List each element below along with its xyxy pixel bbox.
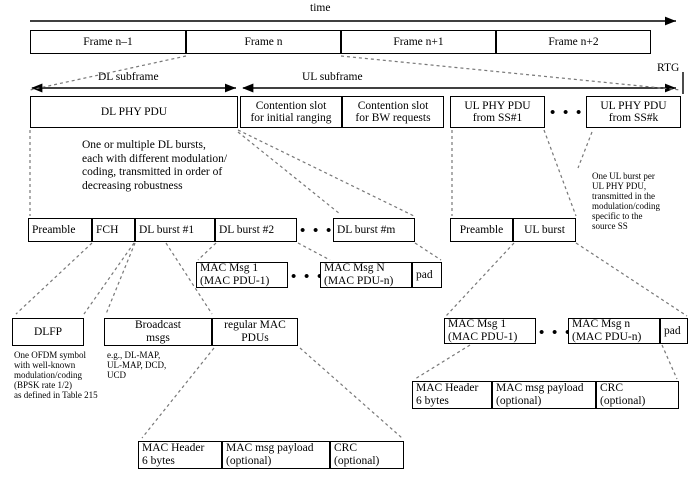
dlfp-label: DLFP [33,325,63,338]
contention-slot-ranging-box: Contention slot for initial ranging [240,96,342,128]
dl-burst-2-box: DL burst #2 [215,218,297,242]
dl-mac-row-ellipsis: • • • [291,269,325,285]
dl-mac-msg-n-label: MAC Msg N (MAC PDU-n) [324,262,394,287]
dl-mac-msg-1-label: MAC Msg 1 (MAC PDU-1) [200,262,270,287]
contention-slot-bw-box: Contention slot for BW requests [342,96,444,128]
annotation-leader-lines [237,131,593,215]
frame-box-n-plus-1: Frame n+1 [341,30,496,54]
ul-burst-box: UL burst [513,218,576,242]
ul-mac-pdu-structure-guides [414,344,678,380]
ul-phy-pdu-ssk-box: UL PHY PDU from SS#k [586,96,681,128]
ul-preamble-box: Preamble [450,218,513,242]
ul-subframe-label: UL subframe [302,71,363,83]
frame-box-n-minus-1: Frame n–1 [30,30,186,54]
dl-mac-pdu-structure-guides [141,347,403,439]
regular-mac-pdus-box: regular MAC PDUs [212,318,298,346]
ul-burst-mac-guides [445,242,688,317]
fch-label: FCH [96,223,119,236]
dl-bursts-note: One or multiple DL bursts, each with dif… [82,139,228,192]
ul-mac-pad-label: pad [664,324,681,337]
contention-ranging-label: Contention slot for initial ranging [250,99,332,124]
dl-mac-pad-box: pad [412,262,442,288]
ul-mac-msg-1-label: MAC Msg 1 (MAC PDU-1) [448,318,518,343]
dl-burst-1-box: DL burst #1 [135,218,215,242]
dl-preamble-label: Preamble [32,223,76,236]
ul-mac-msg-n-label: MAC Msg n (MAC PDU-n) [572,318,642,343]
ul-mac-row-ellipsis: • • • [539,325,573,341]
dl-mac-header-box: MAC Header 6 bytes [138,441,222,469]
dlfp-box: DLFP [12,318,84,346]
dlfp-note: One OFDM symbol with well-known modulati… [14,350,98,401]
dl-burst-m-box: DL burst #m [333,218,415,242]
ul-mac-header-box: MAC Header 6 bytes [412,381,492,409]
dl-mac-crc-label: CRC (optional) [334,442,380,467]
ul-phy-pdu-ss1-box: UL PHY PDU from SS#1 [450,96,545,128]
frame-box-n: Frame n [186,30,341,54]
ul-mac-header-label: MAC Header 6 bytes [416,382,479,407]
dl-phy-pdu-label: DL PHY PDU [100,105,168,118]
broadcast-note: e.g., DL-MAP, UL-MAP, DCD, UCD [107,350,167,381]
ul-mac-crc-label: CRC (optional) [600,382,646,407]
dl-mac-msg-1-box: MAC Msg 1 (MAC PDU-1) [196,262,288,288]
dl-preamble-box: Preamble [28,218,92,242]
ul-mac-msg-1-box: MAC Msg 1 (MAC PDU-1) [444,318,536,344]
dl-mac-pad-label: pad [416,268,433,281]
ul-phy-expansion-guides [451,129,577,217]
fch-dlfp-guides [15,242,213,315]
dl-mac-payload-label: MAC msg payload (optional) [226,442,314,467]
fch-box: FCH [92,218,135,242]
ul-mac-crc-box: CRC (optional) [596,381,679,409]
ul-mac-pad-box: pad [660,318,688,344]
dl-mac-payload-box: MAC msg payload (optional) [222,441,330,469]
regular-mac-pdus-label: regular MAC PDUs [224,319,286,344]
broadcast-msgs-box: Broadcast msgs [104,318,212,346]
phy-row-ellipsis: • • • [550,105,584,121]
ul-phy-pdu-ssk-label: UL PHY PDU from SS#k [600,99,667,124]
frame-label: Frame n+2 [548,35,599,48]
ul-burst-note: One UL burst per UL PHY PDU, transmitted… [592,171,660,232]
dl-subframe-label: DL subframe [98,71,159,83]
ul-phy-pdu-ss1-label: UL PHY PDU from SS#1 [464,99,531,124]
broadcast-msgs-label: Broadcast msgs [135,319,181,344]
frame-label: Frame n [244,35,283,48]
ul-mac-payload-box: MAC msg payload (optional) [492,381,596,409]
ul-burst-label: UL burst [524,223,565,236]
dl-phy-pdu-box: DL PHY PDU [30,96,238,128]
dl-burst-mac-guides [197,242,442,261]
dl-burst-m-label: DL burst #m [337,223,396,236]
dl-burst-2-label: DL burst #2 [219,223,275,236]
frame-box-n-plus-2: Frame n+2 [496,30,651,54]
rtg-label: RTG [657,62,680,74]
time-axis-label: time [310,2,331,14]
dl-mac-msg-n-box: MAC Msg N (MAC PDU-n) [320,262,412,288]
contention-bw-label: Contention slot for BW requests [355,99,431,124]
dl-mac-crc-box: CRC (optional) [330,441,404,469]
dl-burst-row-ellipsis: • • • [300,223,334,239]
frame-label: Frame n+1 [393,35,444,48]
ul-mac-payload-label: MAC msg payload (optional) [496,382,584,407]
ul-mac-msg-n-box: MAC Msg n (MAC PDU-n) [568,318,660,344]
ul-preamble-label: Preamble [459,223,504,236]
dl-mac-header-label: MAC Header 6 bytes [142,442,205,467]
dl-burst-1-label: DL burst #1 [139,223,195,236]
frame-label: Frame n–1 [83,35,133,48]
